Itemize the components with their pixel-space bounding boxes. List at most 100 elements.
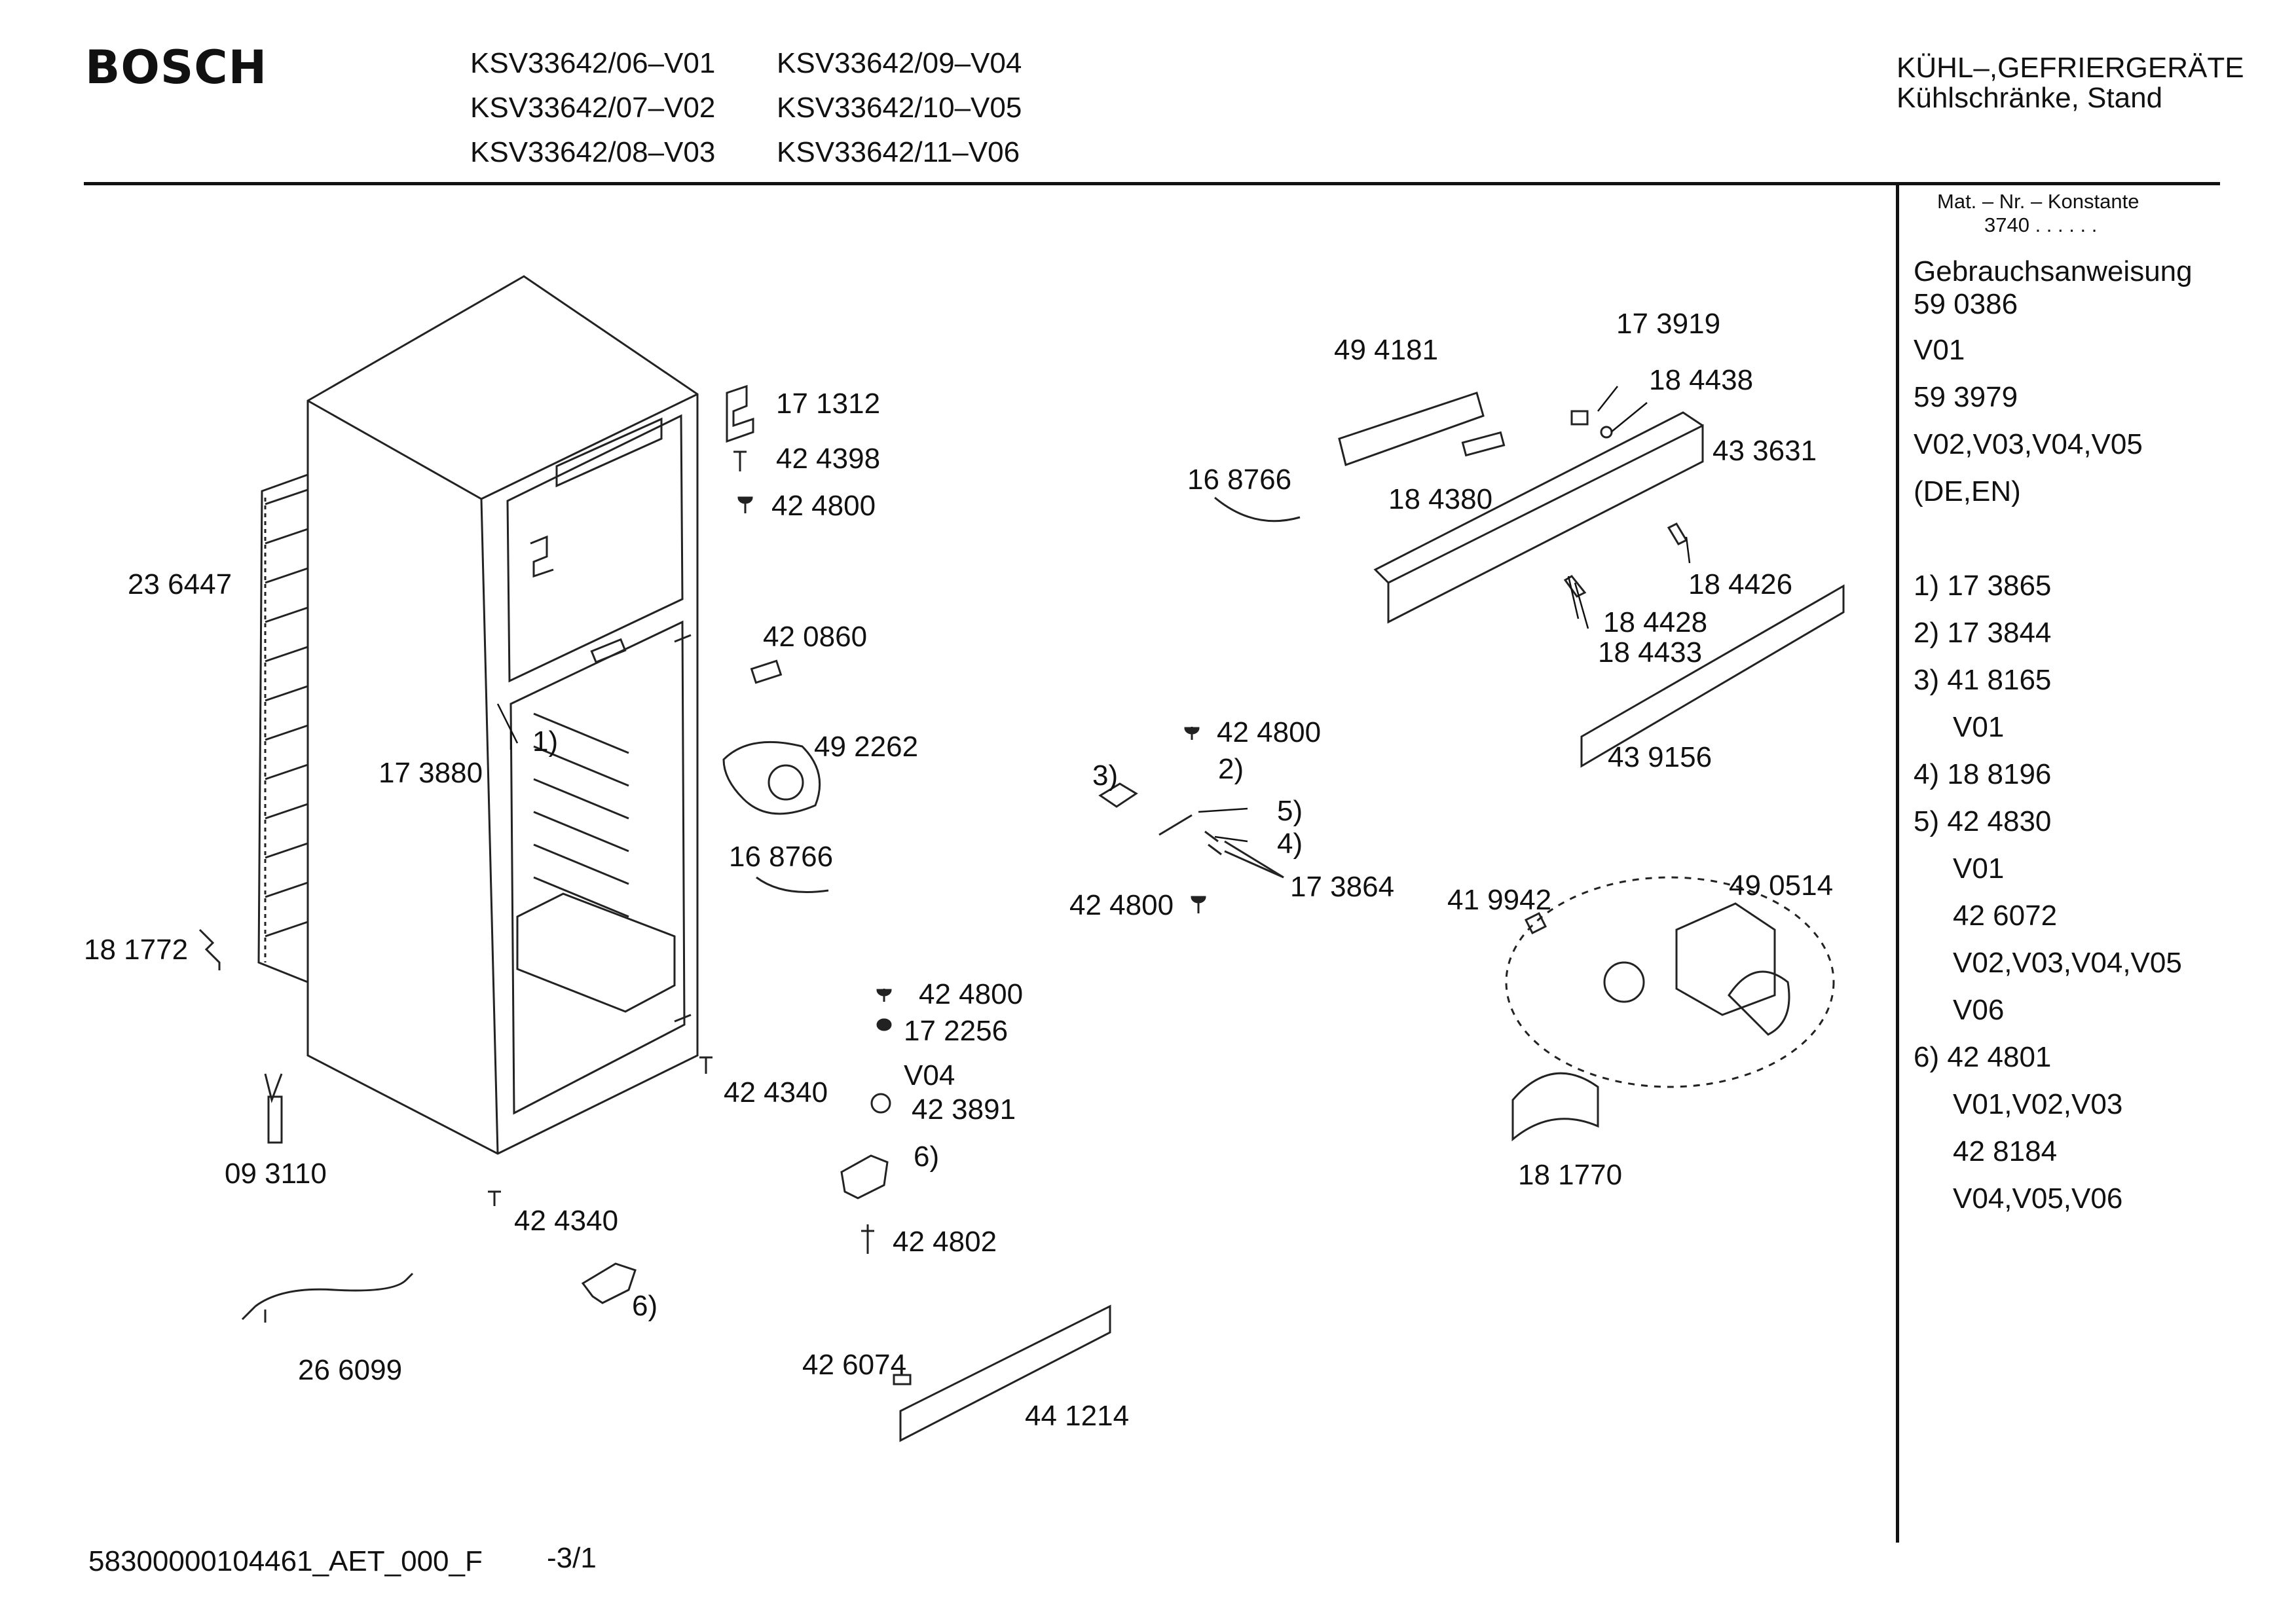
power-cord-266099 (241, 1272, 414, 1323)
model-number: KSV33642/09–V04 (777, 47, 1022, 79)
part-label: 23 6447 (128, 568, 232, 600)
part-label: 18 4438 (1649, 364, 1754, 396)
sidebar-line: V04,V05,V06 (1953, 1182, 2123, 1215)
sidebar-line: V01,V02,V03 (1953, 1088, 2123, 1120)
part-label: 16 8766 (1187, 464, 1292, 496)
part-label: 42 4340 (514, 1205, 619, 1237)
sidebar-line: V02,V03,V04,V05 (1914, 428, 2143, 460)
category-title: KÜHL–,GEFRIERGERÄTE (1897, 52, 2244, 84)
part-label: 18 4380 (1388, 483, 1493, 515)
knob-184428 (1563, 575, 1587, 598)
part-label: 17 2256 (904, 1015, 1009, 1047)
lamp-guard-181770 (1511, 1072, 1599, 1142)
part-label: 18 4428 (1603, 606, 1708, 638)
part-label: 42 4398 (776, 443, 881, 475)
sidebar-line: 2) 17 3844 (1914, 617, 2052, 649)
part-420860 (750, 659, 783, 684)
knob-184426 (1667, 522, 1688, 545)
clip-426074 (893, 1374, 912, 1385)
screw-424340b (488, 1190, 501, 1206)
sidebar-line: 42 6072 (1953, 900, 2058, 932)
part-label: 42 4340 (724, 1076, 828, 1108)
screw-424398 (733, 450, 747, 471)
lamp-cover (1675, 902, 1776, 1016)
bottom-grille-441214 (899, 1304, 1111, 1442)
sidebar-line: 1) 17 3865 (1914, 570, 2052, 602)
capacitor-093110 (264, 1073, 283, 1144)
sidebar-line: Gebrauchsanweisung (1914, 255, 2193, 287)
part-label: 5) (1277, 795, 1303, 827)
screw-424800c (1184, 727, 1200, 740)
part-3 (1098, 782, 1138, 808)
part-184380 (1461, 431, 1506, 457)
constant-value: 3740 . . . . . . (1984, 213, 2098, 236)
bracket-in-freezer (530, 535, 554, 578)
part-label: 6) (914, 1141, 940, 1173)
part-label: 09 3110 (225, 1158, 327, 1190)
bracket-6b (840, 1154, 889, 1200)
screw-424800b (876, 989, 892, 1002)
sidebar-line: 6) 42 4801 (1914, 1041, 2052, 1073)
part-label: 26 6099 (298, 1354, 403, 1386)
part-label: 18 4426 (1688, 568, 1793, 600)
part-label: 17 1312 (776, 388, 881, 420)
part-label: 6) (632, 1290, 658, 1322)
sidebar-line: (DE,EN) (1914, 475, 2021, 507)
model-number: KSV33642/11–V06 (777, 136, 1020, 168)
part-label: 42 4802 (893, 1226, 997, 1258)
document-id: 58300000104461_AET_000_F (88, 1545, 483, 1577)
part-label: 42 3891 (912, 1093, 1016, 1126)
condenser-coil (257, 473, 308, 983)
part-label: V04 (904, 1059, 955, 1091)
part-label: 17 3919 (1616, 308, 1721, 340)
hinge-181772 (198, 928, 221, 970)
sidebar-line: V01 (1953, 711, 2005, 743)
part-173919 (1570, 410, 1589, 426)
lamp-socket-419942 (1524, 911, 1547, 935)
brand-logo: BOSCH (85, 41, 268, 94)
screw-424340a (699, 1056, 713, 1074)
part-label: 18 4433 (1598, 636, 1703, 669)
part-label: 43 9156 (1608, 741, 1713, 773)
part-label: 43 3631 (1713, 435, 1817, 467)
sensor-wire-168766b (1214, 496, 1301, 522)
part-184438 (1600, 426, 1613, 439)
part-label: 3) (1092, 760, 1119, 792)
trim-strip-439156 (1580, 584, 1845, 768)
sidebar-line: V01 (1953, 852, 2005, 885)
part-label: 42 0860 (763, 621, 868, 653)
sidebar-line: 4) 18 8196 (1914, 758, 2052, 790)
part-label: 2) (1218, 753, 1244, 785)
model-number: KSV33642/06–V01 (470, 47, 716, 79)
category-subtitle: Kühlschränke, Stand (1897, 82, 2163, 114)
sidebar-line: 59 0386 (1914, 288, 2018, 320)
part-label: 42 4800 (771, 490, 876, 522)
part-label: 44 1214 (1025, 1400, 1130, 1432)
part-label: 18 1772 (84, 934, 189, 966)
fan-cover-492262 (722, 741, 821, 815)
sidebar-line: 3) 41 8165 (1914, 664, 2052, 696)
sidebar-line: 5) 42 4830 (1914, 805, 2052, 837)
control-module-494181 (1338, 392, 1485, 466)
screw-424802 (861, 1224, 874, 1254)
bracket-171312 (726, 384, 754, 443)
screw-424800 (737, 496, 753, 513)
part-label: 49 4181 (1334, 334, 1439, 366)
control-panel-433631 (1373, 411, 1704, 624)
sidebar-line: V06 (1953, 994, 2005, 1026)
sidebar-line: 42 8184 (1953, 1135, 2058, 1167)
sidebar-line: 59 3979 (1914, 381, 2018, 413)
part-label: 17 3864 (1290, 871, 1395, 903)
sidebar-line: V01 (1914, 334, 1965, 366)
part-label: 41 9942 (1447, 884, 1552, 916)
lamp-group-490514 (1505, 876, 1835, 1088)
part-label: 49 0514 (1729, 870, 1834, 902)
page-number: -3/1 (547, 1542, 597, 1574)
part-label: 42 4800 (1217, 716, 1322, 748)
model-number: KSV33642/10–V05 (777, 92, 1022, 124)
part-label: 17 3880 (379, 757, 483, 789)
bracket-6a (581, 1262, 637, 1304)
sidebar-line: V02,V03,V04,V05 (1953, 947, 2182, 979)
screw-424800d (1191, 896, 1206, 913)
